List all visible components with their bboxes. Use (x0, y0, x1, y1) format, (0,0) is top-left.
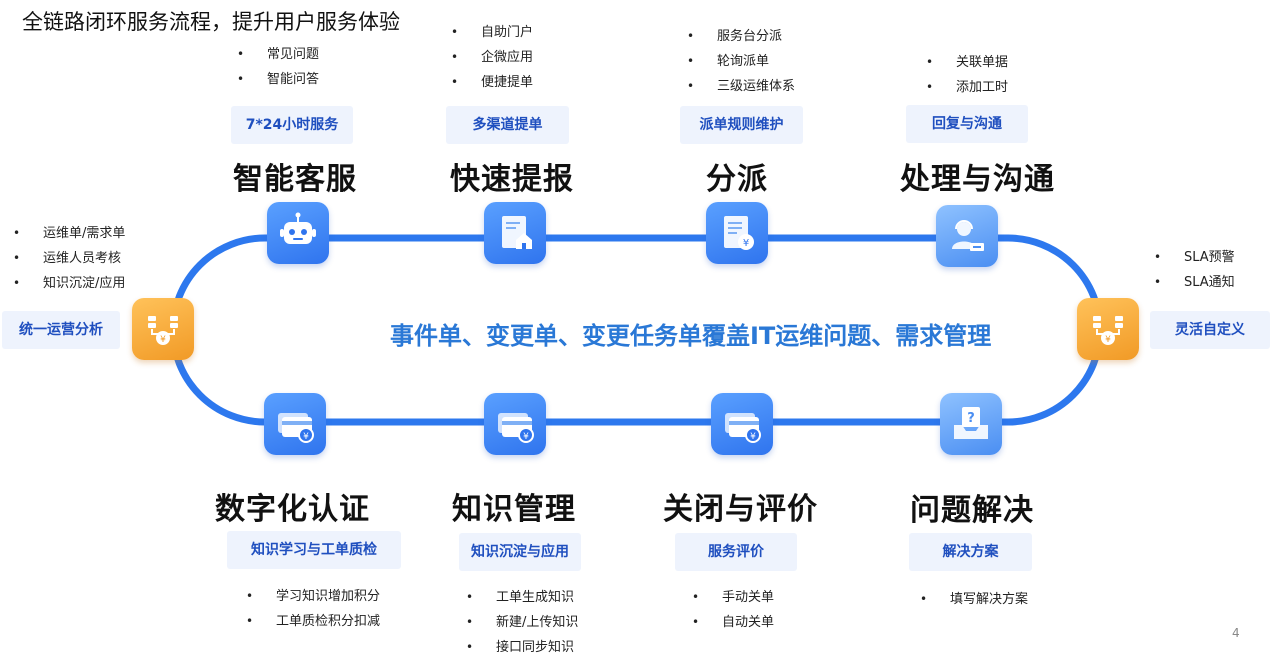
list-item: 关联单据 (926, 50, 1008, 75)
list-item: 常见问题 (237, 42, 319, 67)
stage-title-knowledge-management: 知识管理 (452, 492, 576, 527)
stage-bullets-digital-certification: 学习知识增加积分 工单质检积分扣减 (246, 584, 380, 634)
stage-pill-quick-report: 多渠道提单 (446, 106, 569, 144)
stage-bullets-handle-communicate: 关联单据 添加工时 (926, 50, 1008, 100)
coin-server-icon: ¥ (1077, 298, 1139, 360)
stage-bullets-problem-solving: 填写解决方案 (920, 587, 1028, 612)
list-item: 工单质检积分扣减 (246, 609, 380, 634)
stage-pill-dispatch: 派单规则维护 (680, 106, 803, 144)
right-side-bullets: SLA预警 SLA通知 (1154, 245, 1235, 295)
stage-title-close-evaluate: 关闭与评价 (663, 492, 818, 527)
stage-bullets-dispatch: 服务台分派 轮询派单 三级运维体系 (687, 24, 795, 99)
svg-text:¥: ¥ (750, 432, 756, 442)
list-item: 运维单/需求单 (13, 221, 125, 246)
stage-title-dispatch: 分派 (706, 162, 768, 197)
stage-pill-knowledge-management: 知识沉淀与应用 (459, 533, 581, 571)
card-coin-icon: ¥ (484, 393, 546, 455)
list-item: 智能问答 (237, 67, 319, 92)
svg-text:¥: ¥ (1105, 335, 1111, 345)
list-item: 接口同步知识 (466, 635, 578, 660)
stage-title-intelligent-service: 智能客服 (233, 162, 357, 197)
agent-icon (936, 205, 998, 267)
stage-bullets-quick-report: 自助门户 企微应用 便捷提单 (451, 20, 533, 95)
stage-title-quick-report: 快速提报 (450, 162, 574, 197)
list-item: 新建/上传知识 (466, 610, 578, 635)
page-number: 4 (1232, 626, 1240, 640)
list-item: 学习知识增加积分 (246, 584, 380, 609)
list-item: 自助门户 (451, 20, 533, 45)
right-side-pill: 灵活自定义 (1150, 311, 1270, 349)
left-side-pill: 统一运营分析 (2, 311, 120, 349)
svg-text:¥: ¥ (523, 432, 529, 442)
stage-pill-intelligent-service: 7*24小时服务 (231, 106, 353, 144)
stage-pill-digital-certification: 知识学习与工单质检 (227, 531, 401, 569)
list-item: 工单生成知识 (466, 585, 578, 610)
list-item: 自动关单 (692, 610, 774, 635)
coin-server-icon: ¥ (132, 298, 194, 360)
list-item: 添加工时 (926, 75, 1008, 100)
svg-text:¥: ¥ (160, 335, 166, 345)
stage-title-problem-solving: 问题解决 (910, 493, 1034, 528)
list-item: 轮询派单 (687, 49, 795, 74)
list-item: 知识沉淀/应用 (13, 271, 125, 296)
list-item: 便捷提单 (451, 70, 533, 95)
list-item: 服务台分派 (687, 24, 795, 49)
stage-pill-handle-communicate: 回复与沟通 (906, 105, 1028, 143)
stage-bullets-intelligent-service: 常见问题 智能问答 (237, 42, 319, 92)
list-item: SLA预警 (1154, 245, 1235, 270)
list-item: 填写解决方案 (920, 587, 1028, 612)
list-item: SLA通知 (1154, 270, 1235, 295)
stage-pill-close-evaluate: 服务评价 (675, 533, 797, 571)
stage-title-handle-communicate: 处理与沟通 (900, 162, 1055, 197)
card-coin-icon: ¥ (711, 393, 773, 455)
svg-text:?: ? (967, 411, 975, 426)
document-house-icon (484, 202, 546, 264)
svg-text:¥: ¥ (303, 432, 309, 442)
svg-text:¥: ¥ (743, 238, 749, 249)
card-coin-icon: ¥ (264, 393, 326, 455)
list-item: 三级运维体系 (687, 74, 795, 99)
page-title: 全链路闭环服务流程，提升用户服务体验 (22, 10, 400, 34)
robot-icon (267, 202, 329, 264)
stage-title-digital-certification: 数字化认证 (215, 492, 370, 527)
list-item: 运维人员考核 (13, 246, 125, 271)
question-box-icon: ? (940, 393, 1002, 455)
center-summary-text: 事件单、变更单、变更任务单覆盖IT运维问题、需求管理 (390, 322, 992, 350)
stage-bullets-knowledge-management: 工单生成知识 新建/上传知识 接口同步知识 (466, 585, 578, 660)
document-coin-icon: ¥ (706, 202, 768, 264)
list-item: 手动关单 (692, 585, 774, 610)
list-item: 企微应用 (451, 45, 533, 70)
left-side-bullets: 运维单/需求单 运维人员考核 知识沉淀/应用 (13, 221, 125, 296)
stage-bullets-close-evaluate: 手动关单 自动关单 (692, 585, 774, 635)
stage-pill-problem-solving: 解决方案 (909, 533, 1032, 571)
